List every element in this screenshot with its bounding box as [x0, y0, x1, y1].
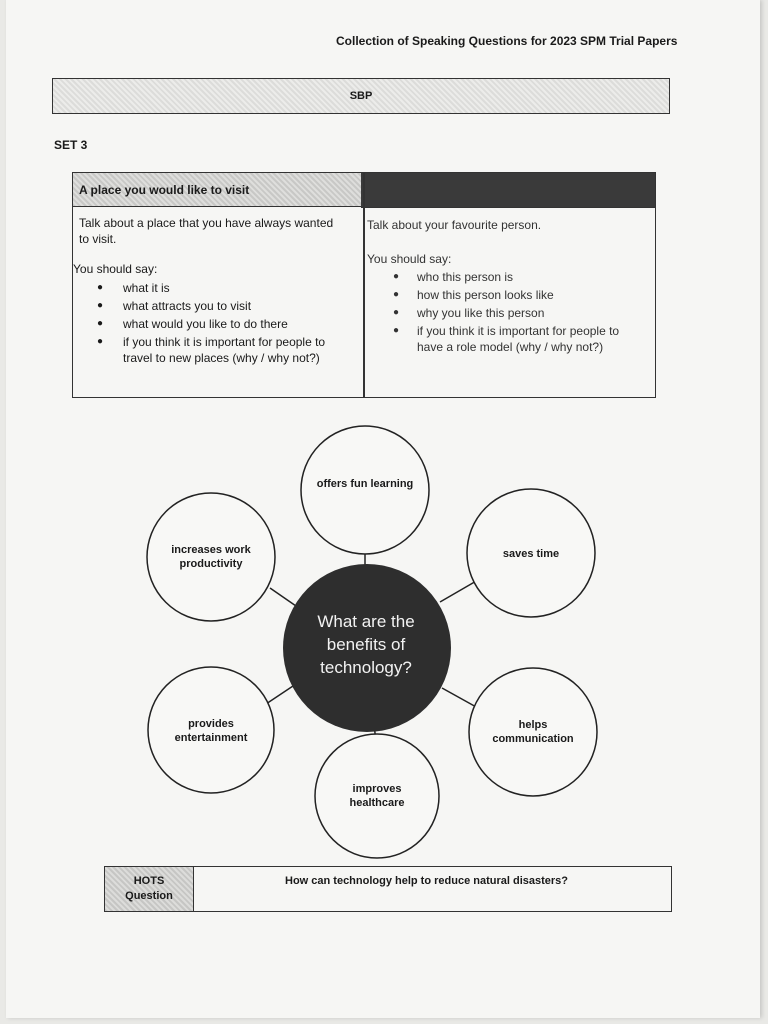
- node-label-provides-entertainment: provides entertainment: [174, 718, 248, 744]
- center-bubble: [283, 564, 451, 732]
- center-question: What are the benefits of technology?: [317, 612, 415, 677]
- list-item: ●what attracts you to visit: [97, 299, 252, 313]
- topic-table: A place you would like to visit Talk abo…: [72, 172, 656, 398]
- list-item: ●if you think it is important for people…: [393, 324, 620, 354]
- list-item: ●how this person looks like: [393, 288, 554, 302]
- node-label-increases-work-productivity: increases work productivity: [171, 544, 251, 570]
- connector-line: [269, 587, 297, 607]
- page-header: Collection of Speaking Questions for 202…: [336, 34, 678, 48]
- topic-right-points: ●who this person is ●how this person loo…: [367, 269, 653, 355]
- list-item: ●who this person is: [393, 270, 514, 284]
- sbp-banner: SBP: [52, 78, 670, 114]
- hots-label: HOTS Question: [105, 867, 194, 911]
- connector-line: [441, 687, 479, 709]
- node-label-offers-fun-learning: offers fun learning: [316, 478, 414, 490]
- topic-left-cell: Talk about a place that you have always …: [73, 209, 361, 366]
- sbp-banner-label: SBP: [349, 90, 373, 102]
- topic-left-task: Talk about a place that you have always …: [79, 216, 334, 246]
- list-item: ●why you like this person: [393, 306, 545, 320]
- topic-left-should-say: You should say:: [73, 262, 158, 276]
- list-item: ●if you think it is important for people…: [97, 335, 326, 365]
- bubble-provides-entertainment: [147, 666, 275, 794]
- topic-right-cell: Talk about your favourite person. You sh…: [367, 209, 653, 355]
- topic-right-task: Talk about your favourite person.: [367, 218, 542, 232]
- node-label-helps-communication: helps communication: [492, 719, 574, 745]
- bubble-improves-healthcare: [314, 733, 440, 859]
- bubble-offers-fun-learning: [300, 425, 430, 555]
- topic-left-points: ●what it is ●what attracts you to visit …: [73, 280, 361, 366]
- topic-divider: [363, 173, 365, 397]
- node-label-saves-time: saves time: [502, 548, 560, 560]
- list-item: ●what would you like to do there: [97, 317, 288, 331]
- connector-line: [439, 579, 479, 603]
- bubble-saves-time: [466, 488, 596, 618]
- topic-right-title-bar: [361, 173, 655, 208]
- bubble-helps-communication: [468, 667, 598, 797]
- list-item: ●what it is: [97, 281, 170, 295]
- topic-left-title: A place you would like to visit: [73, 173, 361, 207]
- set-label: SET 3: [54, 138, 88, 152]
- hots-question: How can technology help to reduce natura…: [285, 875, 569, 887]
- node-label-improves-healthcare: improves healthcare: [349, 783, 405, 809]
- connector-line: [265, 685, 294, 705]
- hots-box: HOTS Question How can technology help to…: [104, 866, 672, 912]
- bubble-increases-work-productivity: [146, 492, 276, 622]
- topic-right-should-say: You should say:: [367, 252, 452, 266]
